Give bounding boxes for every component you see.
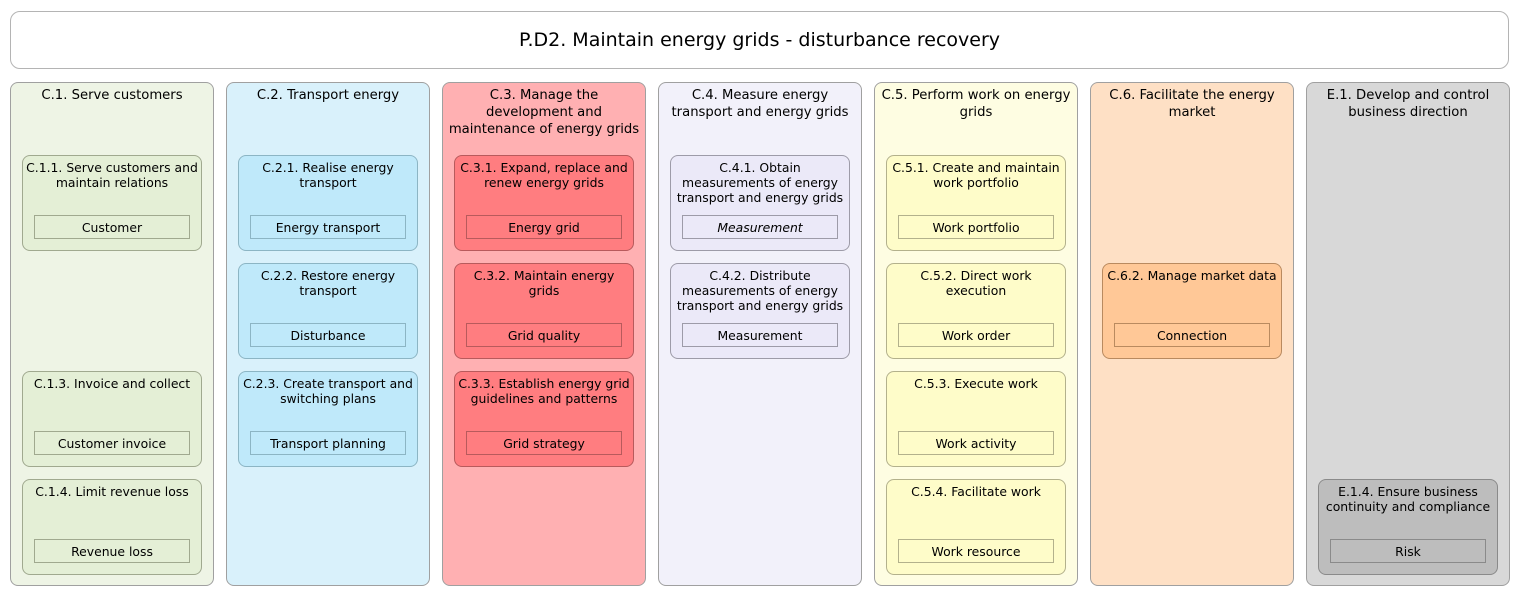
capability-title: C.5.2. Direct work execution — [920, 268, 1032, 298]
capability-card: C.3.1. Expand, replace and renew energy … — [454, 155, 634, 251]
capability-title: C.2.3. Create transport and switching pl… — [243, 376, 413, 406]
business-object: Work portfolio — [898, 215, 1054, 239]
column-title: C.6. Facilitate the energy market — [1109, 88, 1275, 120]
capability-card: C.2.3. Create transport and switching pl… — [238, 371, 418, 467]
capability-card: C.4.2. Distribute measurements of energy… — [670, 263, 850, 359]
capability-title: C.5.3. Execute work — [914, 376, 1038, 391]
business-object: Connection — [1114, 323, 1270, 347]
capability-title: C.3.2. Maintain energy grids — [473, 268, 615, 298]
column-c3: C.3. Manage the development and maintena… — [442, 82, 646, 586]
column-title: E.1. Develop and control business direct… — [1326, 88, 1490, 120]
capability-card: C.1.1. Serve customers and maintain rela… — [22, 155, 202, 251]
capability-title: C.3.1. Expand, replace and renew energy … — [460, 160, 628, 190]
capability-card: C.4.1. Obtain measurements of energy tra… — [670, 155, 850, 251]
business-object: Energy transport — [250, 215, 406, 239]
capability-title: C.1.1. Serve customers and maintain rela… — [26, 160, 198, 190]
column-title: C.1. Serve customers — [41, 88, 183, 103]
capability-title: C.5.1. Create and maintain work portfoli… — [892, 160, 1060, 190]
capability-title: C.5.4. Facilitate work — [911, 484, 1041, 499]
column-e1: E.1. Develop and control business direct… — [1306, 82, 1510, 586]
business-object: Revenue loss — [34, 539, 190, 563]
capability-card: E.1.4. Ensure business continuity and co… — [1318, 479, 1498, 575]
column-title: C.4. Measure energy transport and energy… — [671, 88, 849, 120]
business-object: Transport planning — [250, 431, 406, 455]
capability-title: C.3.3. Establish energy grid guidelines … — [458, 376, 630, 406]
capability-title: C.1.3. Invoice and collect — [33, 376, 191, 391]
business-object: Work order — [898, 323, 1054, 347]
business-object: Measurement — [682, 323, 838, 347]
business-object: Measurement — [682, 215, 838, 239]
business-object: Work activity — [898, 431, 1054, 455]
capability-title: C.6.2. Manage market data — [1107, 268, 1277, 283]
business-object: Customer invoice — [34, 431, 190, 455]
business-object: Disturbance — [250, 323, 406, 347]
column-c4: C.4. Measure energy transport and energy… — [658, 82, 862, 586]
capability-title: C.4.1. Obtain measurements of energy tra… — [676, 160, 844, 205]
capability-title: E.1.4. Ensure business continuity and co… — [1325, 484, 1491, 514]
business-object: Work resource — [898, 539, 1054, 563]
column-title: C.3. Manage the development and maintena… — [448, 88, 640, 137]
capability-card: C.3.3. Establish energy grid guidelines … — [454, 371, 634, 467]
business-object: Grid strategy — [466, 431, 622, 455]
capability-title: C.2.1. Realise energy transport — [262, 160, 394, 190]
page-title: P.D2. Maintain energy grids - disturbanc… — [10, 11, 1509, 69]
column-title: C.2. Transport energy — [256, 88, 400, 103]
column-title: C.5. Perform work on energy grids — [881, 88, 1071, 120]
business-object: Customer — [34, 215, 190, 239]
business-object: Risk — [1330, 539, 1486, 563]
business-object: Energy grid — [466, 215, 622, 239]
capability-title: C.4.2. Distribute measurements of energy… — [676, 268, 844, 313]
capability-card: C.5.1. Create and maintain work portfoli… — [886, 155, 1066, 251]
business-object: Grid quality — [466, 323, 622, 347]
capability-title: C.2.2. Restore energy transport — [260, 268, 396, 298]
capability-title: C.1.4. Limit revenue loss — [35, 484, 189, 499]
